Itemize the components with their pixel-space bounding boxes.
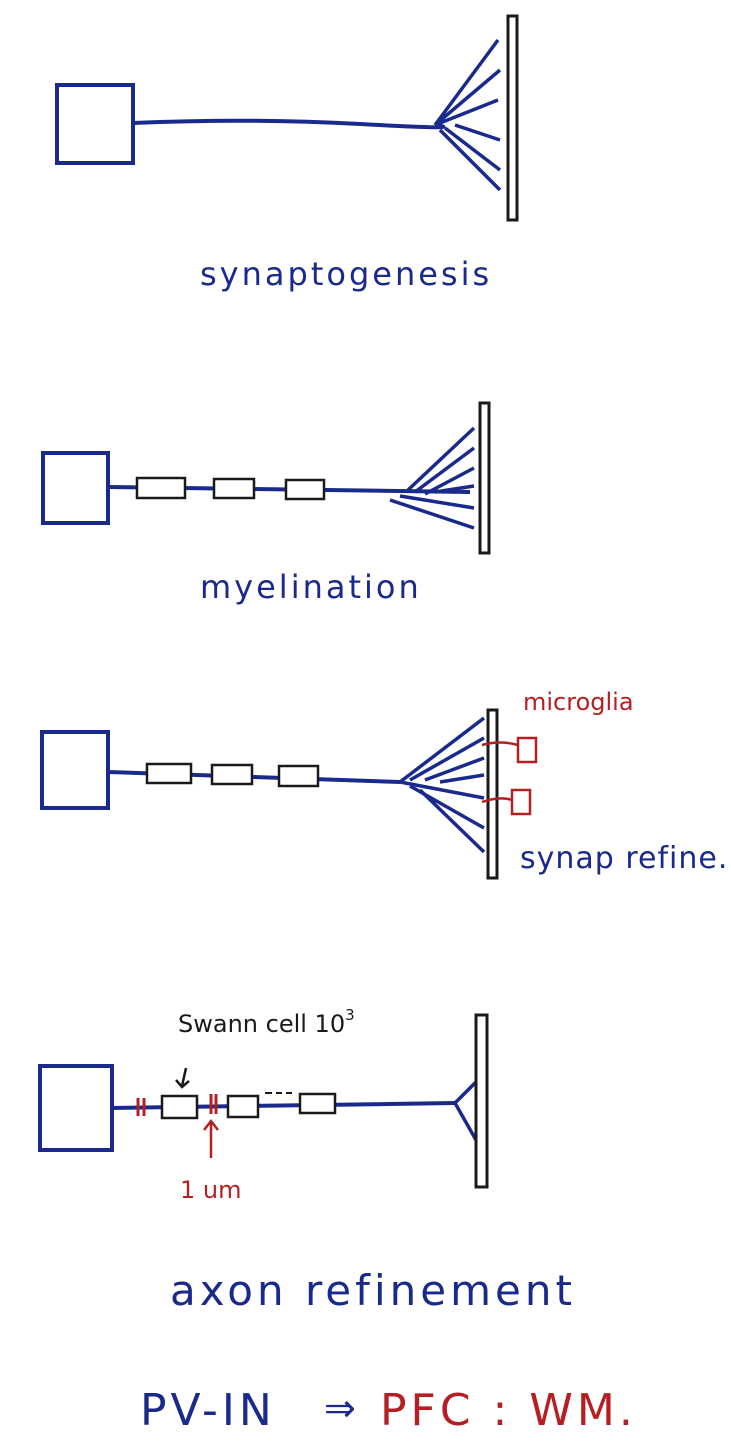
arrow-up-icon xyxy=(203,1118,219,1158)
myelin-sheaths xyxy=(160,1092,337,1120)
footer-pfc-wm: PFC : WM. xyxy=(380,1385,637,1436)
myelin-segment xyxy=(277,764,320,788)
caption-myelination: myelination xyxy=(200,568,422,606)
microglia-process xyxy=(481,741,519,747)
microglia-cell xyxy=(516,736,538,764)
panel-synaptogenesis: synaptogenesis xyxy=(55,14,519,293)
target-membrane xyxy=(506,14,519,222)
caption-axon-refinement: axon refinement xyxy=(170,1266,576,1315)
myelin-segment xyxy=(145,762,193,785)
myelin-segment xyxy=(298,1092,337,1115)
panel-axon-refinement: Swann cell 103 1 um axon refinement xyxy=(38,1006,576,1315)
label-node-length: 1 um xyxy=(180,1176,242,1204)
myelin-segment xyxy=(226,1094,260,1119)
label-swann-cell-exponent: 3 xyxy=(345,1006,355,1024)
myelin-segment xyxy=(212,477,256,500)
myelin-segment xyxy=(135,476,187,500)
microglia-cell xyxy=(510,788,532,816)
axon xyxy=(132,118,446,130)
axon-terminal-branches xyxy=(433,38,502,192)
panel-synaptic-refinement: microglia synap refine. xyxy=(40,688,728,880)
myelin-segment xyxy=(284,478,326,501)
microglia-contacts xyxy=(481,736,538,816)
label-microglia: microglia xyxy=(523,688,634,716)
axon-terminal-branches xyxy=(389,426,476,530)
microglia-process xyxy=(481,797,513,804)
myelin-segment xyxy=(160,1094,199,1120)
caption-synaptogenesis: synaptogenesis xyxy=(200,255,492,293)
target-membrane xyxy=(486,708,499,880)
axon-terminal-branches xyxy=(398,716,486,854)
myelin-sheaths xyxy=(135,476,326,501)
neuron-soma xyxy=(55,83,135,165)
caption-synaptic-refinement: synap refine. xyxy=(520,841,728,876)
footer-equation: PV-IN ⇒ PFC : WM. xyxy=(140,1385,637,1436)
neuron-soma xyxy=(38,1064,114,1152)
nodes-of-ranvier xyxy=(136,1094,218,1116)
label-swann-cell-text: Swann cell 10 xyxy=(178,1010,345,1038)
myelin-segment xyxy=(210,763,254,786)
arrow-down-icon xyxy=(175,1067,190,1089)
neuron-soma xyxy=(40,730,110,810)
footer-arrow: ⇒ xyxy=(324,1386,356,1430)
axon-terminal-branches xyxy=(453,1080,478,1141)
panel-myelination: myelination xyxy=(41,401,491,606)
myelin-sheaths xyxy=(145,762,320,788)
target-membrane xyxy=(474,1013,489,1189)
neuron-soma xyxy=(41,451,110,525)
label-swann-cell: Swann cell 103 xyxy=(178,1006,355,1038)
target-membrane xyxy=(478,401,491,555)
footer-pv-in: PV-IN xyxy=(140,1385,276,1436)
